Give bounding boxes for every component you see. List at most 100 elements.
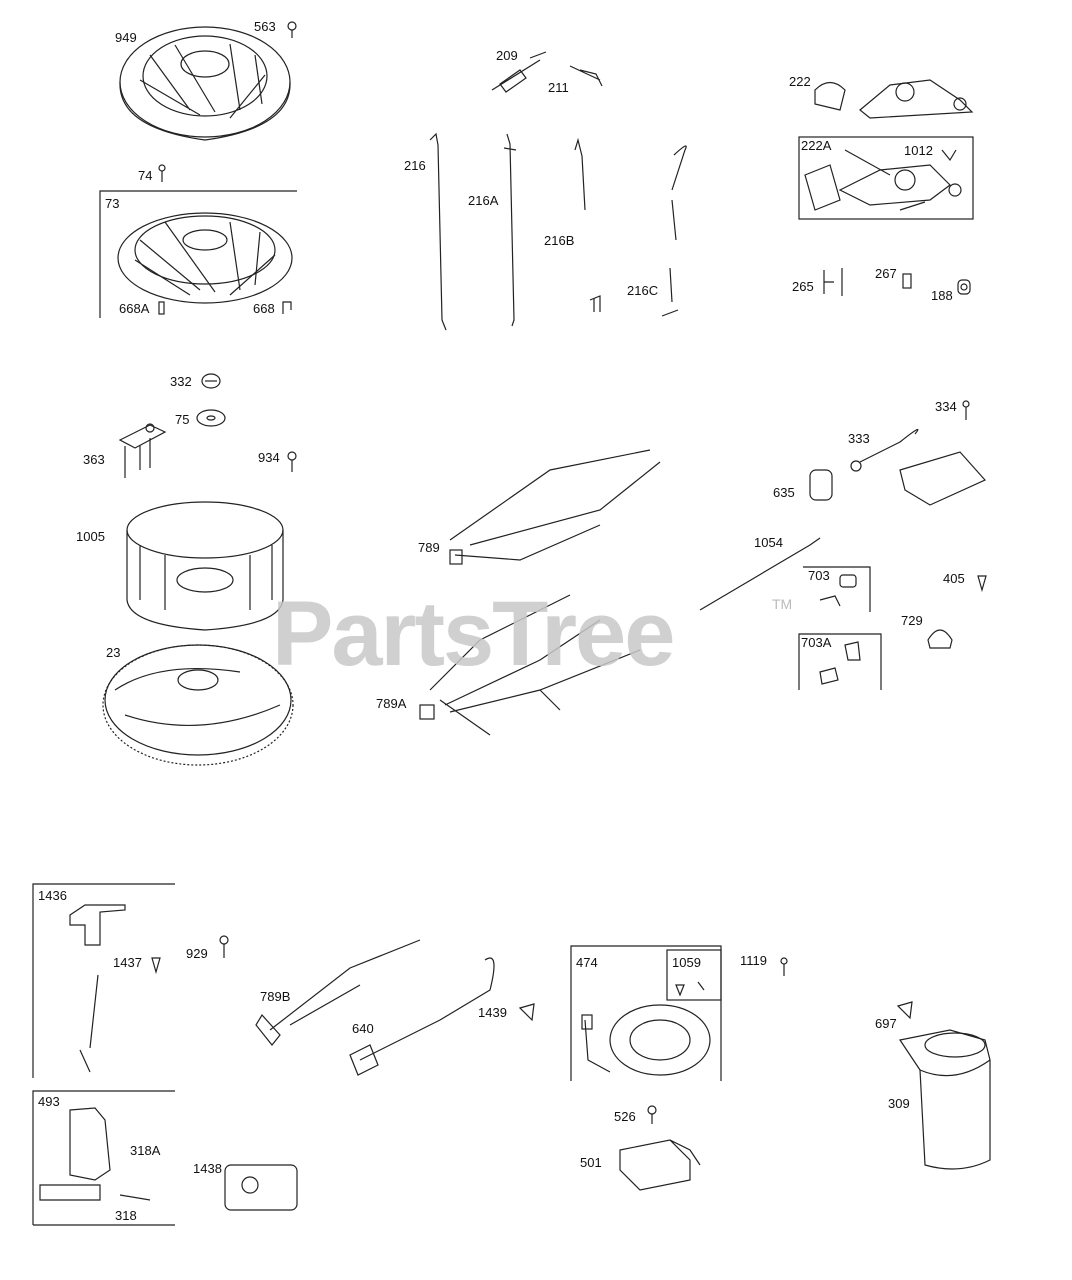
label-697[interactable]: 697	[875, 1016, 897, 1031]
part-789-harness[interactable]	[449, 449, 661, 565]
part-1059-screw[interactable]	[675, 981, 705, 997]
label-729[interactable]: 729	[901, 613, 923, 628]
label-1054[interactable]: 1054	[754, 535, 783, 550]
part-23-flywheel[interactable]	[102, 644, 294, 766]
part-703A-clip[interactable]	[819, 641, 861, 685]
part-73-screen[interactable]	[117, 212, 293, 304]
part-222-bracket[interactable]	[814, 79, 974, 119]
part-1436-bracket[interactable]	[69, 904, 126, 946]
label-949[interactable]: 949	[115, 30, 137, 45]
label-789[interactable]: 789	[418, 540, 440, 555]
part-934-screw[interactable]	[287, 451, 297, 472]
part-1119-screw[interactable]	[780, 957, 788, 976]
label-789B[interactable]: 789B	[260, 989, 291, 1004]
part-474-alternator[interactable]	[581, 1004, 711, 1076]
label-222A[interactable]: 222A	[801, 138, 832, 153]
label-74[interactable]: 74	[138, 168, 153, 183]
label-216B[interactable]: 216B	[544, 233, 575, 248]
part-209-spark-plug[interactable]	[491, 51, 547, 93]
label-265[interactable]: 265	[792, 279, 814, 294]
part-789A-harness[interactable]	[419, 594, 641, 736]
label-23[interactable]: 23	[106, 645, 121, 660]
part-216-rod[interactable]	[429, 132, 447, 331]
label-668[interactable]: 668	[253, 301, 275, 316]
part-1012-clip[interactable]	[941, 149, 957, 162]
label-929[interactable]: 929	[186, 946, 208, 961]
part-640-harness[interactable]	[349, 957, 495, 1076]
label-1438[interactable]: 1438	[193, 1161, 222, 1176]
label-209[interactable]: 209	[496, 48, 518, 63]
label-640[interactable]: 640	[352, 1021, 374, 1036]
label-526[interactable]: 526	[614, 1109, 636, 1124]
part-668-clip[interactable]	[282, 301, 292, 314]
label-1119[interactable]: 1119	[740, 953, 767, 968]
label-188[interactable]: 188	[931, 288, 953, 303]
part-265-clip[interactable]	[823, 268, 843, 296]
part-526-screw[interactable]	[647, 1105, 657, 1124]
part-949-blower-housing[interactable]	[119, 26, 291, 141]
label-1436[interactable]: 1436	[38, 888, 67, 903]
part-563-screw[interactable]	[287, 21, 297, 38]
part-493-bracket[interactable]	[39, 1107, 151, 1201]
label-75[interactable]: 75	[175, 412, 190, 427]
part-222A-bracket[interactable]	[804, 149, 962, 211]
part-1005-fan[interactable]	[126, 501, 284, 631]
part-211-terminal[interactable]	[569, 65, 603, 87]
part-729-cap[interactable]	[927, 629, 953, 649]
label-405[interactable]: 405	[943, 571, 965, 586]
label-703A[interactable]: 703A	[801, 635, 832, 650]
part-216A-rod[interactable]	[503, 133, 517, 327]
label-309[interactable]: 309	[888, 1096, 910, 1111]
label-1439[interactable]: 1439	[478, 1005, 507, 1020]
part-216B-rod[interactable]	[574, 137, 601, 312]
part-1437-screw[interactable]	[151, 957, 161, 975]
part-703-clip[interactable]	[819, 574, 857, 607]
part-74-screw[interactable]	[158, 164, 166, 182]
label-501[interactable]: 501	[580, 1155, 602, 1170]
part-188-fitting[interactable]	[957, 279, 971, 295]
label-73[interactable]: 73	[105, 196, 120, 211]
label-211[interactable]: 211	[548, 80, 569, 95]
label-363[interactable]: 363	[83, 452, 105, 467]
label-934[interactable]: 934	[258, 450, 280, 465]
label-222[interactable]: 222	[789, 74, 811, 89]
part-216C-rod[interactable]	[661, 145, 687, 317]
label-493[interactable]: 493	[38, 1094, 60, 1109]
label-216C[interactable]: 216C	[627, 283, 659, 298]
label-332[interactable]: 332	[170, 374, 192, 389]
part-332-nut[interactable]	[201, 373, 221, 389]
label-334[interactable]: 334	[935, 399, 957, 414]
part-363-switch[interactable]	[118, 423, 167, 478]
part-75-washer[interactable]	[196, 409, 226, 427]
label-1059[interactable]: 1059	[672, 955, 701, 970]
part-267-nut[interactable]	[902, 273, 912, 289]
part-405-screw[interactable]	[977, 575, 987, 593]
label-1012[interactable]: 1012	[904, 143, 933, 158]
label-1437[interactable]: 1437	[113, 955, 142, 970]
part-1436-rod[interactable]	[79, 974, 99, 1073]
label-668A[interactable]: 668A	[119, 301, 150, 316]
label-1005[interactable]: 1005	[76, 529, 105, 544]
label-474[interactable]: 474	[576, 955, 598, 970]
part-1054-tie[interactable]	[699, 537, 821, 611]
part-309-starter-motor[interactable]	[899, 1029, 991, 1170]
part-697-screw[interactable]	[896, 1001, 913, 1020]
part-929-screw[interactable]	[219, 935, 229, 958]
label-318[interactable]: 318	[115, 1208, 137, 1223]
label-216A[interactable]: 216A	[468, 193, 499, 208]
label-267[interactable]: 267	[875, 266, 897, 281]
part-789B-harness[interactable]	[255, 939, 421, 1046]
label-216[interactable]: 216	[404, 158, 426, 173]
part-1438-module[interactable]	[224, 1164, 298, 1211]
label-635[interactable]: 635	[773, 485, 795, 500]
part-334-screw[interactable]	[962, 400, 970, 420]
part-635-boot[interactable]	[809, 469, 833, 501]
label-563[interactable]: 563	[254, 19, 276, 34]
label-703[interactable]: 703	[808, 568, 830, 583]
label-318A[interactable]: 318A	[130, 1143, 161, 1158]
part-1439-screw[interactable]	[518, 1003, 535, 1022]
label-333[interactable]: 333	[848, 431, 870, 446]
part-333-ignition-armature[interactable]	[850, 428, 986, 506]
label-789A[interactable]: 789A	[376, 696, 407, 711]
part-668A-clip[interactable]	[158, 301, 165, 315]
